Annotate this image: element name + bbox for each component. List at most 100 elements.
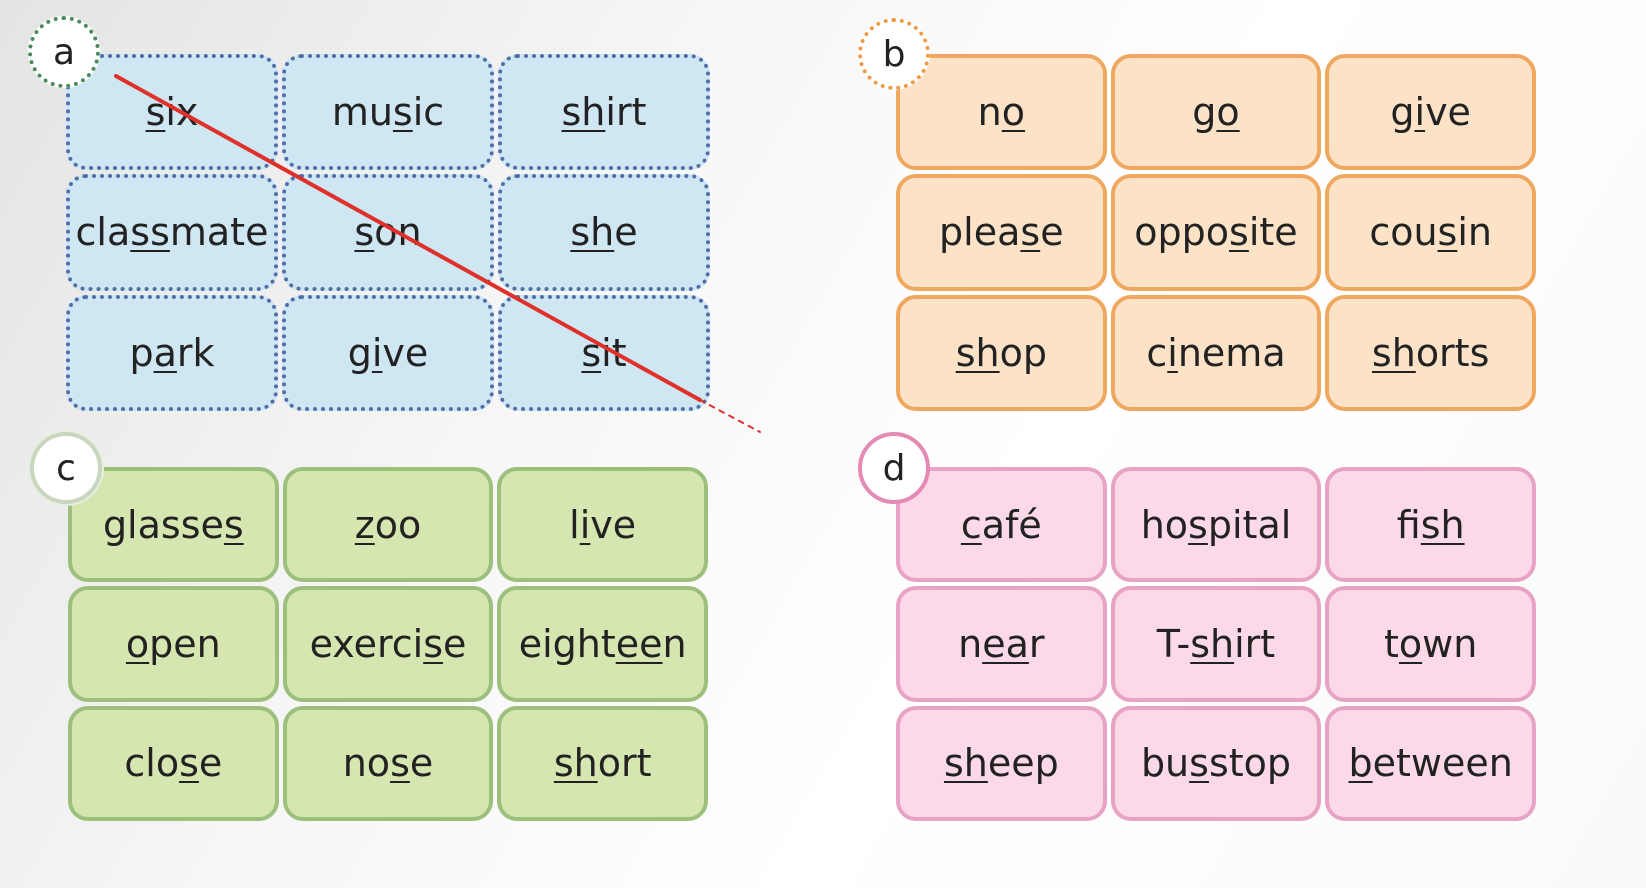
word-part: op xyxy=(999,330,1047,375)
underlined-letters: sh xyxy=(955,330,1000,375)
puzzle-label-badge: a xyxy=(28,16,100,88)
word-part: r xyxy=(1028,621,1045,666)
word-part: bu xyxy=(1140,741,1190,786)
puzzle-label-badge: c xyxy=(30,432,102,504)
word-part: g xyxy=(347,330,372,375)
word-part: nema xyxy=(1177,330,1286,375)
word-part: eight xyxy=(518,621,616,666)
underlined-letters: s xyxy=(392,90,413,135)
underlined-letters: a xyxy=(153,330,177,375)
word-part: on xyxy=(374,210,422,255)
word-part: cou xyxy=(1369,210,1438,255)
word-part: in xyxy=(1457,210,1493,255)
word-part: n xyxy=(662,621,687,666)
word-part: e xyxy=(1040,210,1064,255)
word-part: wn xyxy=(1422,621,1478,666)
underlined-letters: b xyxy=(1348,741,1373,786)
word-part: g xyxy=(1390,90,1415,135)
underlined-letters: o xyxy=(125,621,150,666)
word-part: T- xyxy=(1156,621,1191,666)
underlined-letters: sh xyxy=(561,90,606,135)
underlined-letters: o xyxy=(1216,90,1240,135)
word-part: e xyxy=(198,741,223,786)
underlined-letters: s xyxy=(1188,502,1208,547)
word-part: p xyxy=(129,330,154,375)
puzzle-label-badge: d xyxy=(858,432,930,504)
underlined-letters: o xyxy=(1001,90,1025,135)
underlined-letters: s xyxy=(179,741,199,786)
word-part: pen xyxy=(149,621,221,666)
word-part: irt xyxy=(1234,621,1276,666)
word-part: pital xyxy=(1207,502,1292,547)
word-part: oppo xyxy=(1134,210,1230,255)
underlined-letters: s xyxy=(1437,210,1458,255)
word-part: eep xyxy=(987,741,1059,786)
underlined-letters: s xyxy=(354,210,375,255)
word-part: no xyxy=(342,741,391,786)
word-part: ort xyxy=(597,741,652,786)
word-part: orts xyxy=(1415,330,1490,375)
underlined-letters: z xyxy=(354,502,375,547)
underlined-letters: ee xyxy=(615,621,663,666)
word-part: etween xyxy=(1372,741,1513,786)
underlined-letters: sh xyxy=(1371,330,1416,375)
underlined-letters: sh xyxy=(943,741,988,786)
word-part: ite xyxy=(1248,210,1298,255)
word-part: it xyxy=(601,330,627,375)
word-part: c xyxy=(1146,330,1168,375)
underlined-letters: s xyxy=(423,621,444,666)
word-part: fi xyxy=(1396,502,1421,547)
underlined-letters: s xyxy=(223,502,244,547)
underlined-letters: sh xyxy=(1190,621,1235,666)
word-part: stop xyxy=(1208,741,1292,786)
word-part: t xyxy=(1384,621,1399,666)
underlined-letters: i xyxy=(1414,90,1426,135)
underlined-letters: i xyxy=(371,330,383,375)
underlined-letters: c xyxy=(960,502,982,547)
word-part: g xyxy=(1192,90,1217,135)
word-part: e xyxy=(614,210,638,255)
word-part: e xyxy=(443,621,467,666)
word-part: ve xyxy=(590,502,637,547)
underlined-letters: s xyxy=(145,90,166,135)
